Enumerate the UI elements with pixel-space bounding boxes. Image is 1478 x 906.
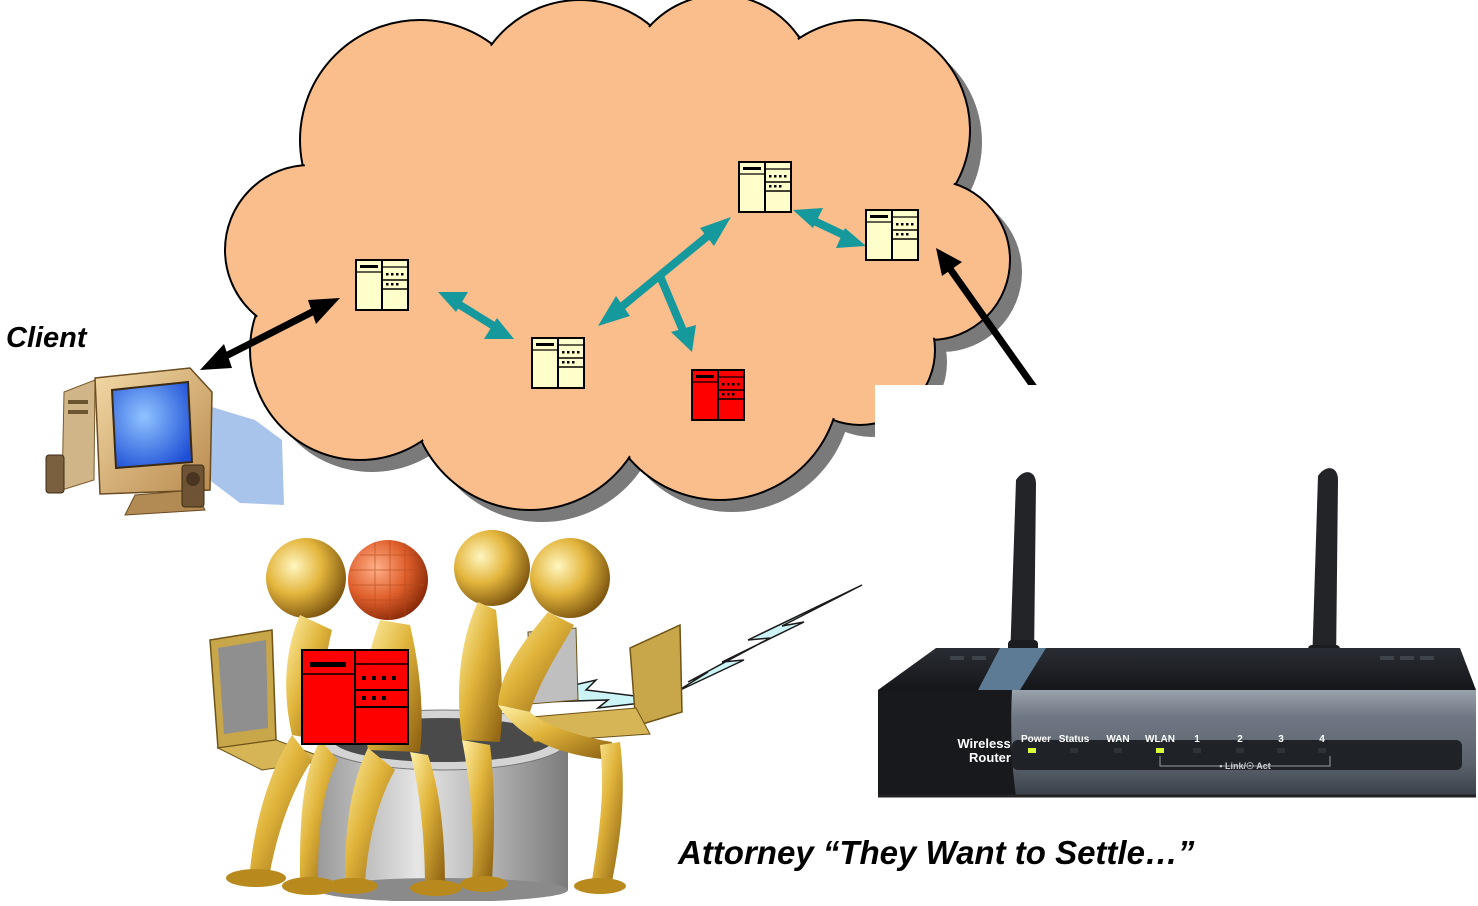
router-led-label: 1 bbox=[1194, 734, 1200, 745]
router-led-labels: Power Status WAN WLAN 1 2 3 4 bbox=[1021, 734, 1325, 745]
router-led-label: 3 bbox=[1278, 734, 1284, 745]
wireless-router-photo: Wireless Router Power Status WAN WLAN 1 2 3 4 ▪… bbox=[875, 385, 1478, 805]
server-node-icon bbox=[531, 337, 585, 389]
gold-figure-center bbox=[454, 530, 530, 892]
cloud-fill bbox=[227, 0, 1008, 508]
router-brand-line2: Router bbox=[969, 750, 1011, 765]
status-led bbox=[1070, 748, 1078, 753]
port2-led bbox=[1236, 748, 1244, 753]
router-link-act-label: ▪ Link/☉ Act bbox=[1219, 761, 1270, 771]
router-leds bbox=[1028, 748, 1326, 753]
router-led-label: 2 bbox=[1237, 734, 1243, 745]
router-led-label: 4 bbox=[1319, 734, 1325, 745]
wlan-led bbox=[1156, 748, 1164, 753]
server-node-icon bbox=[865, 209, 919, 261]
teal-arrow-node1-node2 bbox=[438, 292, 514, 339]
server-nodes bbox=[355, 161, 919, 421]
teal-arrows bbox=[438, 208, 866, 352]
wan-led bbox=[1114, 748, 1122, 753]
black-arrow-client-node1 bbox=[200, 298, 340, 370]
attorney-caption: Attorney “They Want to Settle…” bbox=[678, 834, 1195, 871]
client-label: Client bbox=[6, 322, 87, 354]
power-led bbox=[1028, 748, 1036, 753]
red-server-screen-icon bbox=[301, 649, 409, 745]
teal-arrow-node4-node5 bbox=[793, 208, 866, 248]
teal-arrow-branch-node3 bbox=[656, 274, 696, 352]
teal-arrow-node2-node4 bbox=[598, 217, 731, 326]
server-node-icon bbox=[738, 161, 792, 213]
gold-figure-right bbox=[498, 538, 626, 894]
port3-led bbox=[1277, 748, 1285, 753]
router-led-label: WLAN bbox=[1145, 734, 1175, 745]
laptop-right-icon bbox=[519, 623, 683, 743]
router-brand-line1: Wireless bbox=[957, 736, 1010, 751]
server-node-icon bbox=[691, 369, 745, 421]
router-led-label: Power bbox=[1021, 734, 1051, 745]
client-computer-icon bbox=[45, 367, 284, 516]
port1-led bbox=[1193, 748, 1201, 753]
laptop-left-icon bbox=[209, 629, 331, 771]
router-led-label: WAN bbox=[1106, 734, 1129, 745]
router-led-label: Status bbox=[1059, 734, 1090, 745]
attackers-group bbox=[209, 530, 683, 902]
port4-led bbox=[1318, 748, 1326, 753]
server-node-icon bbox=[355, 259, 409, 311]
